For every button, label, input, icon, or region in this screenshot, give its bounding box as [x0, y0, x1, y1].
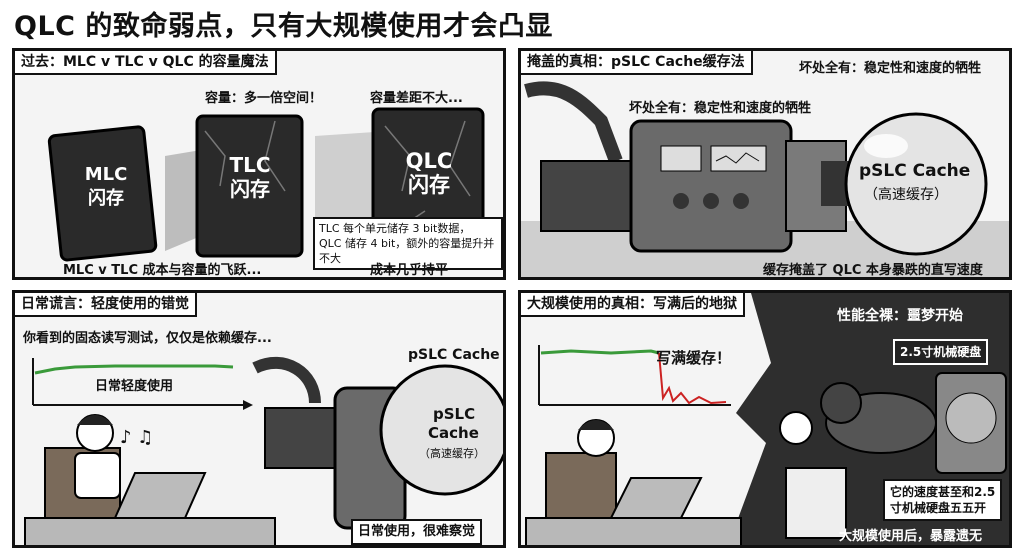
hdd-label: 2.5寸机械硬盘	[893, 339, 989, 365]
panel3-subtitle: 你看到的固态读写测试，仅仅是依赖缓存...	[23, 331, 272, 346]
qlc-chip-name: QLC	[405, 149, 453, 173]
capacity-label: 容量：多一倍空间！	[205, 91, 323, 106]
panel2-bottom-caption: 缓存掩盖了 QLC 本身暴跌的直写速度	[763, 263, 983, 278]
bit-note-line2: QLC 储存 4 bit，额外的容量提升并不大	[319, 237, 495, 265]
panel3-bottom-caption: 日常使用，很难察觉	[351, 519, 483, 545]
qlc-chip: QLC 闪存	[377, 149, 481, 197]
panel3-sphere-line2: Cache	[428, 424, 479, 442]
panel4-bottom-caption: 大规模使用后，暴露遗无	[839, 529, 983, 544]
bit-note: TLC 每个单元储存 3 bit数据， QLC 储存 4 bit，额外的容量提升…	[313, 217, 503, 270]
panel-capacity-magic: 过去：MLC v TLC v QLC 的容量魔法 MLC 闪存 TLC 闪存 Q…	[12, 48, 506, 280]
panel-daily-illusion: ♪ ♫ 日常谎言：轻度使用的错觉 你看到的固态读写测试，仅仅是依赖缓存... 日…	[12, 290, 506, 548]
tlc-chip-type: 闪存	[230, 177, 270, 201]
panel-full-cache-hell: 大规模使用的真相：写满后的地狱 性能全裸：噩梦开始 写满缓存！ 2.5寸机械硬盘…	[518, 290, 1012, 548]
mlc-chip-name: MLC	[84, 164, 128, 185]
mlc-chip: MLC 闪存	[61, 163, 151, 211]
speed-comparison-note: 它的速度甚至和2.5 寸机械硬盘五五开	[883, 479, 1003, 521]
panel3-sphere-line3: （高速缓存）	[419, 447, 485, 460]
cost-leap-label: MLC v TLC 成本与容量的飞跃...	[63, 263, 262, 278]
light-use-graph-label: 日常轻度使用	[95, 379, 174, 394]
panel2-side-caption: 坏处全有：稳定性和速度的牺牲	[799, 61, 982, 76]
panel3-illustration: ♪ ♫	[24, 357, 503, 545]
cache-full-label: 写满缓存！	[656, 349, 732, 367]
panel3-caption: 日常谎言：轻度使用的错觉	[15, 293, 197, 317]
panel4-caption: 大规模使用的真相：写满后的地狱	[521, 293, 745, 317]
cost-flat-label: 成本几乎持平	[370, 263, 449, 278]
tradeoff-label: 坏处全有：稳定性和速度的牺牲	[629, 101, 812, 116]
capacity-gap-label: 容量差距不大...	[370, 91, 463, 106]
panel3-sphere-line1: pSLC	[433, 405, 476, 423]
panel1-caption: 过去：MLC v TLC v QLC 的容量魔法	[15, 51, 277, 75]
pslc-cache-label: pSLC Cache	[408, 347, 500, 363]
panel2-caption: 掩盖的真相：pSLC Cache缓存法	[521, 51, 753, 75]
music-note-icon: ♪ ♫	[120, 427, 153, 448]
panel-pslc-cache: 掩盖的真相：pSLC Cache缓存法 坏处全有：稳定性和速度的牺牲 坏处全有：…	[518, 48, 1012, 280]
panel2-illustration	[521, 81, 1009, 277]
pslc-sphere-title: pSLC Cache	[859, 161, 971, 181]
qlc-chip-type: 闪存	[408, 173, 450, 197]
nightmare-header: 性能全裸：噩梦开始	[837, 308, 963, 324]
bit-note-line1: TLC 每个单元储存 3 bit数据，	[319, 222, 471, 235]
pslc-sphere-subtitle: （高速缓存）	[864, 187, 948, 203]
speed-note-line1: 它的速度甚至和2.5	[890, 485, 996, 499]
tlc-chip-name: TLC	[229, 153, 271, 177]
speed-note-line2: 寸机械硬盘五五开	[890, 501, 987, 515]
page-title: QLC 的致命弱点，只有大规模使用才会凸显	[14, 11, 553, 42]
tlc-chip: TLC 闪存	[200, 153, 300, 201]
mlc-chip-type: 闪存	[88, 188, 124, 209]
